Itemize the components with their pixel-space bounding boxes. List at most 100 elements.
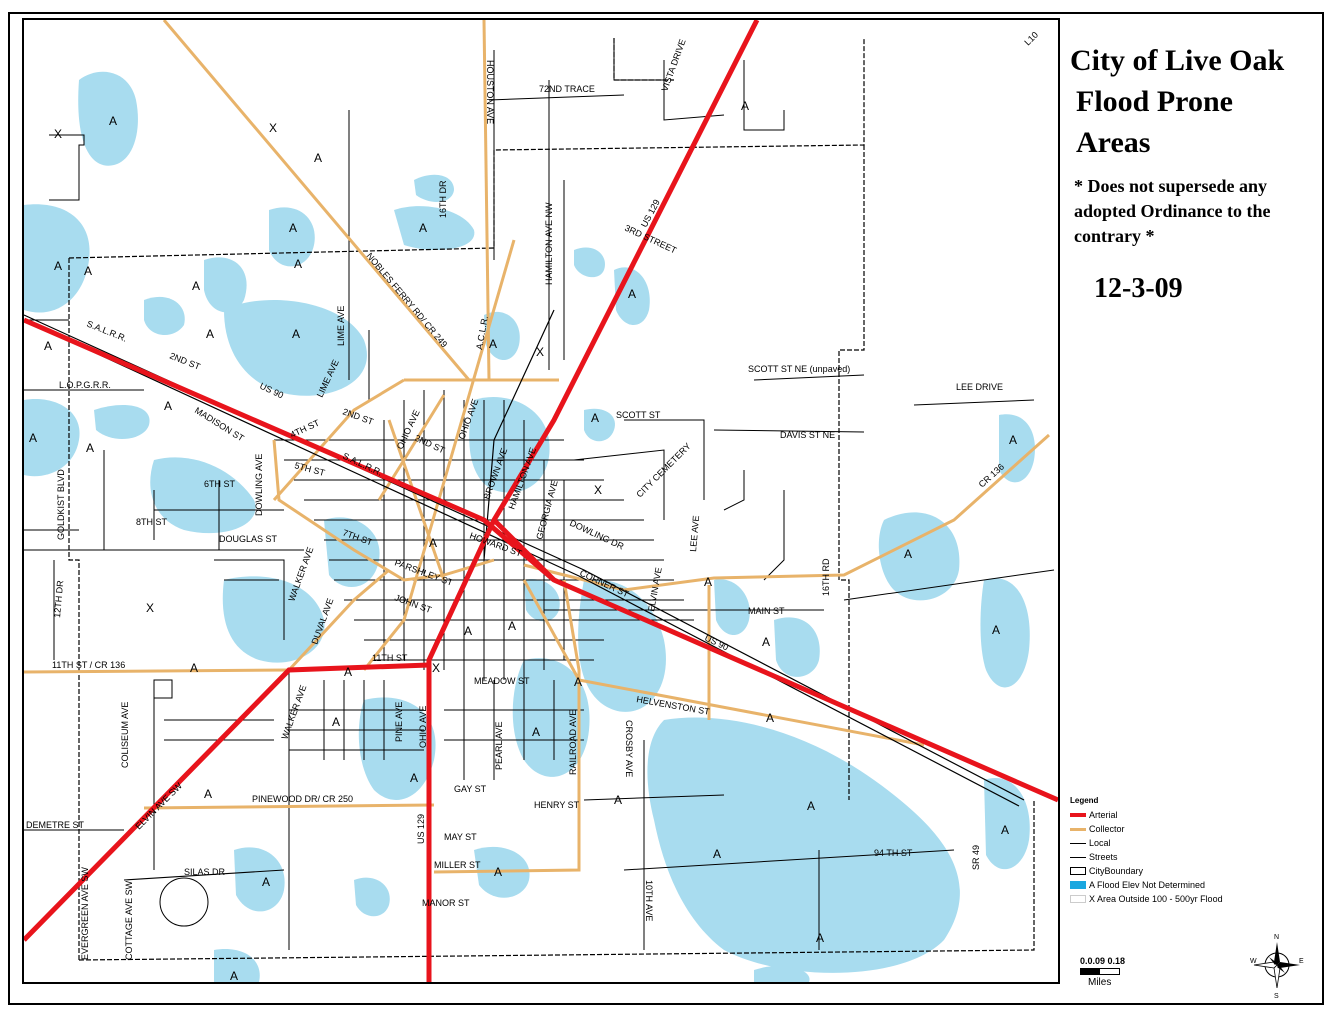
svg-text:A: A <box>190 661 198 675</box>
city-boundary <box>68 38 1035 961</box>
zone-labels: A X X A A A A A A A A A A A X A A A A A … <box>29 99 1017 982</box>
svg-text:A: A <box>816 931 824 945</box>
svg-text:12TH DR: 12TH DR <box>52 579 65 618</box>
svg-text:X: X <box>536 345 544 359</box>
svg-text:A: A <box>410 771 418 785</box>
svg-text:A: A <box>628 287 636 301</box>
svg-text:A: A <box>294 257 302 271</box>
legend-item-zone-x: X Area Outside 100 - 500yr Flood <box>1070 892 1223 906</box>
svg-text:LIME AVE: LIME AVE <box>336 306 346 346</box>
svg-text:DEMETRE ST: DEMETRE ST <box>26 820 85 830</box>
map-title: City of Live Oak Flood Prone Areas <box>1070 44 1285 159</box>
north-arrow-icon: N S W E <box>1250 934 1304 1000</box>
svg-text:HOUSTON AVE: HOUSTON AVE <box>485 60 495 124</box>
svg-text:PINE AVE: PINE AVE <box>394 702 404 742</box>
svg-text:US 129: US 129 <box>416 814 426 844</box>
svg-text:MEADOW ST: MEADOW ST <box>474 676 530 686</box>
svg-text:A: A <box>292 327 300 341</box>
svg-text:DOWLING DR: DOWLING DR <box>568 518 626 552</box>
svg-text:A: A <box>766 711 774 725</box>
map-canvas[interactable]: A X X A A A A A A A A A A A X A A A A A … <box>24 20 1058 982</box>
svg-text:A: A <box>204 787 212 801</box>
svg-text:A: A <box>464 624 472 638</box>
svg-text:10TH AVE: 10TH AVE <box>644 880 654 921</box>
svg-text:72ND TRACE: 72ND TRACE <box>539 84 595 94</box>
svg-text:A: A <box>494 865 502 879</box>
svg-text:A: A <box>762 635 770 649</box>
zone-x-swatch <box>1070 895 1086 903</box>
svg-text:W: W <box>1250 958 1257 965</box>
svg-text:X: X <box>54 127 62 141</box>
legend-title: Legend <box>1070 796 1099 805</box>
svg-text:ELVIN AVE: ELVIN AVE <box>646 567 664 613</box>
svg-text:A: A <box>741 99 749 113</box>
svg-text:GEORGIA AVE: GEORGIA AVE <box>534 479 559 540</box>
svg-text:A: A <box>429 536 437 550</box>
svg-text:11TH ST: 11TH ST <box>372 653 408 663</box>
svg-text:A: A <box>44 339 52 353</box>
boundary-swatch <box>1070 867 1086 875</box>
svg-text:A: A <box>807 799 815 813</box>
svg-text:SCOTT ST: SCOTT ST <box>616 410 661 420</box>
svg-text:DOWLING AVE: DOWLING AVE <box>254 454 264 516</box>
disclaimer-note: * Does not supersede any adopted Ordinan… <box>1074 176 1271 246</box>
svg-text:A: A <box>904 547 912 561</box>
svg-text:S.A.L.R.R.: S.A.L.R.R. <box>341 451 384 478</box>
zone-a-swatch <box>1070 881 1086 889</box>
svg-text:11TH ST / CR 136: 11TH ST / CR 136 <box>52 660 125 670</box>
svg-text:RAILROAD AVE: RAILROAD AVE <box>568 710 578 775</box>
legend-item-city-boundary: CityBoundary <box>1070 864 1223 878</box>
collector-roads <box>24 20 1051 874</box>
svg-text:DOUGLAS ST: DOUGLAS ST <box>219 534 278 544</box>
svg-text:A: A <box>109 114 117 128</box>
svg-text:EVERGREEN AVE SW: EVERGREEN AVE SW <box>80 867 90 960</box>
svg-text:A: A <box>332 715 340 729</box>
legend-item-arterial: Arterial <box>1070 808 1223 822</box>
svg-text:A: A <box>314 151 322 165</box>
svg-text:E: E <box>1299 958 1304 965</box>
svg-text:A: A <box>1009 433 1017 447</box>
svg-text:L10: L10 <box>1022 30 1040 48</box>
svg-text:A: A <box>344 665 352 679</box>
svg-text:A: A <box>29 431 37 445</box>
legend-item-local: Local <box>1070 836 1223 850</box>
local-streets <box>24 50 1055 950</box>
svg-text:JOHN ST: JOHN ST <box>393 592 433 615</box>
svg-text:ELVIN AVE SW: ELVIN AVE SW <box>133 780 184 831</box>
svg-text:A: A <box>574 675 582 689</box>
svg-text:PINEWOOD DR/ CR 250: PINEWOOD DR/ CR 250 <box>252 794 353 804</box>
svg-text:MILLER ST: MILLER ST <box>434 860 481 870</box>
svg-text:OHIO AVE: OHIO AVE <box>418 706 428 748</box>
svg-text:A: A <box>591 411 599 425</box>
svg-text:COTTAGE AVE SW: COTTAGE AVE SW <box>124 880 134 960</box>
scale-bar-graphic <box>1080 968 1120 975</box>
svg-text:2ND ST: 2ND ST <box>413 433 447 456</box>
svg-text:A: A <box>489 337 497 351</box>
streets-swatch <box>1070 856 1086 858</box>
svg-text:A: A <box>614 793 622 807</box>
flood-map[interactable]: A X X A A A A A A A A A A A X A A A A A … <box>22 18 1060 984</box>
svg-text:LEE DRIVE: LEE DRIVE <box>956 382 1003 392</box>
svg-text:A: A <box>206 327 214 341</box>
scale-bar: 0.0.09 0.18 Miles <box>1080 956 1126 988</box>
svg-text:COLISEUM AVE: COLISEUM AVE <box>120 702 130 768</box>
svg-text:NOBLES FERRY RD/ CR 249: NOBLES FERRY RD/ CR 249 <box>364 251 449 350</box>
collector-swatch <box>1070 827 1086 831</box>
svg-text:A: A <box>419 221 427 235</box>
svg-text:2ND ST: 2ND ST <box>341 406 375 427</box>
svg-text:A: A <box>230 969 238 982</box>
svg-text:X: X <box>269 121 277 135</box>
svg-text:16TH RD: 16TH RD <box>821 558 831 596</box>
svg-text:LEE AVE: LEE AVE <box>688 515 701 552</box>
legend-item-zone-a: A Flood Elev Not Determined <box>1070 878 1223 892</box>
svg-text:5TH ST: 5TH ST <box>293 460 326 478</box>
svg-text:A: A <box>289 221 297 235</box>
svg-text:CROSBY AVE: CROSBY AVE <box>624 720 634 777</box>
svg-text:8TH ST: 8TH ST <box>136 517 168 527</box>
misc-features <box>49 38 665 927</box>
svg-text:A: A <box>54 259 62 273</box>
svg-text:X: X <box>432 661 440 675</box>
legend-item-collector: Collector <box>1070 822 1223 836</box>
local-swatch <box>1070 842 1086 844</box>
svg-text:SILAS DR: SILAS DR <box>184 867 226 877</box>
